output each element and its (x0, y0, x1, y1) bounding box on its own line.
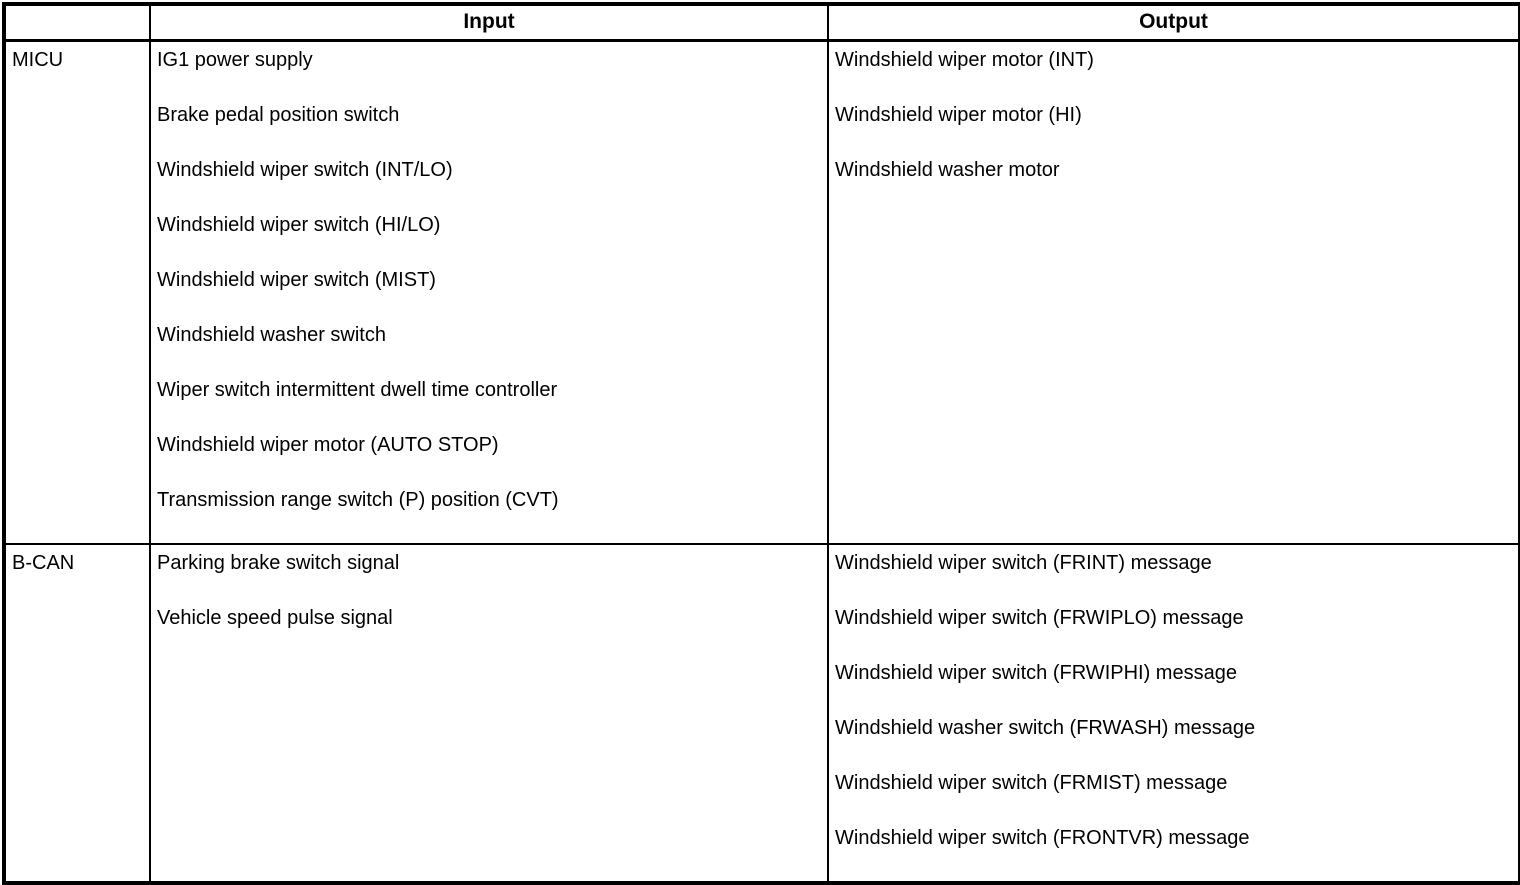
output-item: Windshield washer motor (835, 158, 1060, 181)
input-item: Windshield wiper motor (AUTO STOP) (157, 433, 499, 456)
corner-header-cell (4, 4, 150, 42)
input-item: Windshield wiper switch (INT/LO) (157, 158, 453, 181)
output-item: Windshield wiper switch (FRINT) message (835, 551, 1212, 574)
source-cell: MICU (4, 40, 150, 545)
input-item: IG1 power supply (157, 48, 313, 71)
output-item: Windshield wiper switch (FRONTVR) messag… (835, 826, 1250, 849)
source-label: B-CAN (12, 551, 75, 574)
output-item: Windshield wiper switch (FRMIST) message (835, 771, 1228, 794)
outputs-cell: Windshield wiper switch (FRINT) message … (827, 543, 1520, 883)
inputs-cell: Parking brake switch signal Vehicle spee… (149, 543, 828, 883)
source-label: MICU (12, 48, 64, 71)
output-item: Windshield wiper motor (HI) (835, 103, 1082, 126)
input-item: Transmission range switch (P) position (… (157, 488, 559, 511)
input-column-header: Input (149, 4, 828, 42)
input-item: Brake pedal position switch (157, 103, 400, 126)
outputs-cell: Windshield wiper motor (INT) Windshield … (827, 40, 1520, 545)
output-item: Windshield washer switch (FRWASH) messag… (835, 716, 1256, 739)
source-cell: B-CAN (4, 544, 150, 883)
table-row-bcan: B-CAN Parking brake switch signal Vehicl… (4, 543, 1520, 883)
input-item: Wiper switch intermittent dwell time con… (157, 378, 558, 401)
output-item: Windshield wiper switch (FRWIPHI) messag… (835, 661, 1237, 684)
input-item: Vehicle speed pulse signal (157, 606, 393, 629)
output-item: Windshield wiper switch (FRWIPLO) messag… (835, 606, 1244, 629)
table-row-micu: MICU IG1 power supply Brake pedal positi… (4, 40, 1520, 545)
input-item: Windshield wiper switch (MIST) (157, 268, 436, 291)
header-row: Input Output (4, 4, 1520, 42)
inputs-cell: IG1 power supply Brake pedal position sw… (149, 40, 828, 545)
output-column-header: Output (827, 4, 1520, 42)
input-item: Parking brake switch signal (157, 551, 400, 574)
input-item: Windshield washer switch (157, 323, 386, 346)
input-item: Windshield wiper switch (HI/LO) (157, 213, 441, 236)
output-item: Windshield wiper motor (INT) (835, 48, 1094, 71)
